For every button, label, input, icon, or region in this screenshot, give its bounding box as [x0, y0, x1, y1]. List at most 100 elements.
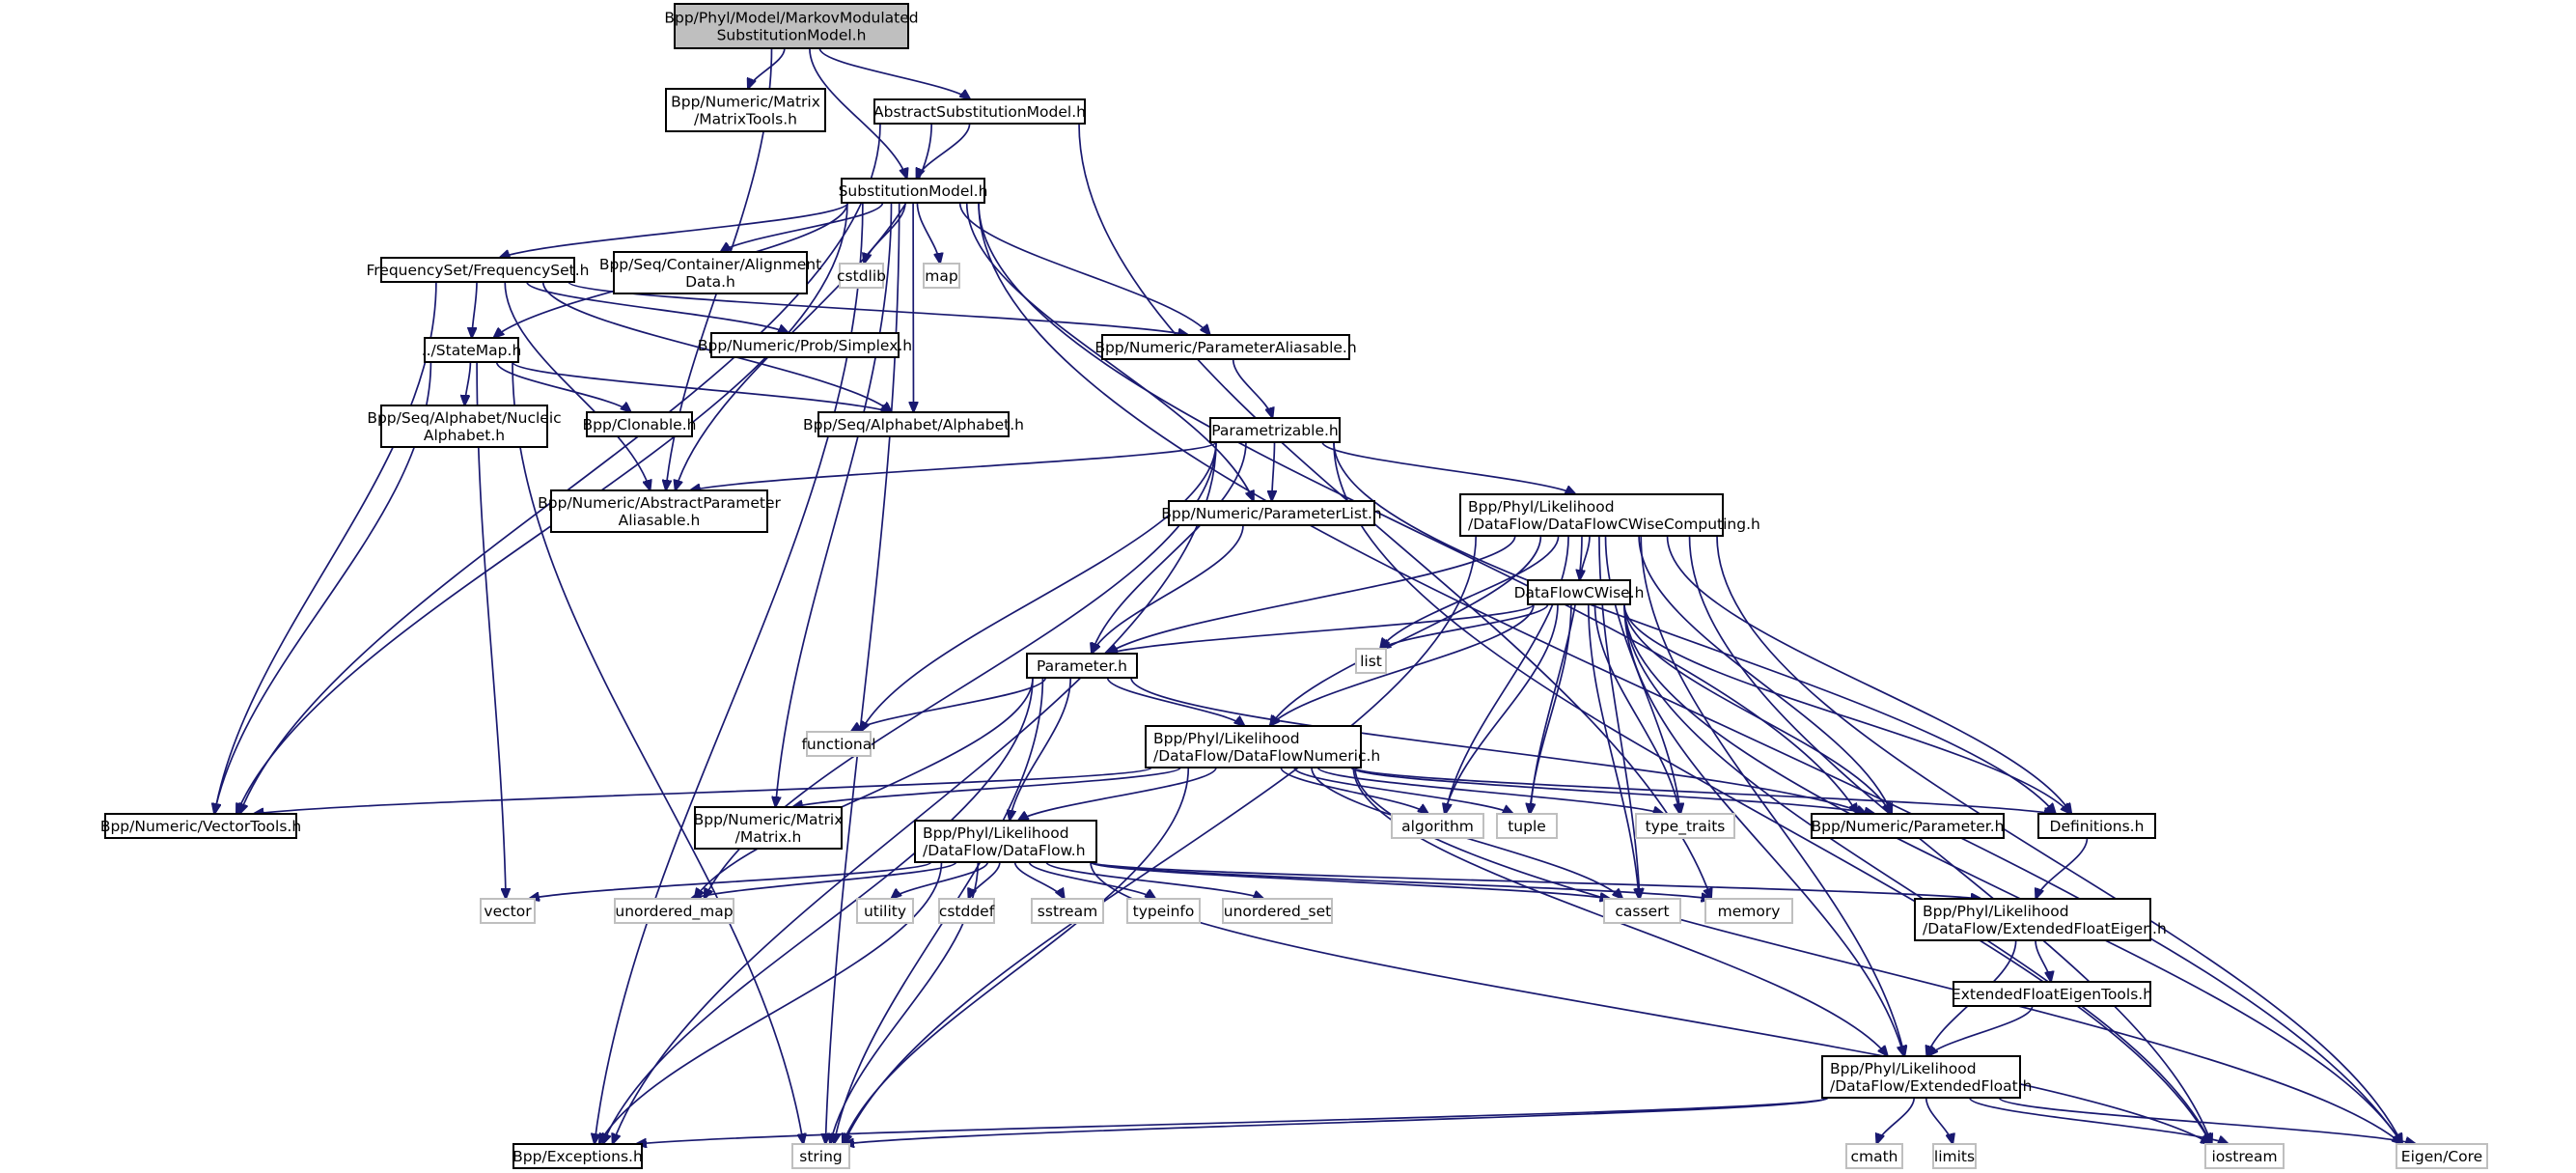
node-freqset[interactable]: FrequencySet/FrequencySet.h [366, 257, 590, 283]
edge-extfloat-to-iostream [1968, 1097, 2229, 1144]
node-extfloateigen[interactable]: Bpp/Phyl/Likelihood/DataFlow/ExtendedFlo… [1914, 898, 2167, 941]
edge-statemap-to-string [512, 361, 803, 1144]
node-label: unordered_map [615, 903, 733, 921]
node-dataflow[interactable]: Bpp/Phyl/Likelihood/DataFlow/DataFlow.h [914, 820, 1097, 863]
node-matrix[interactable]: Bpp/Numeric/Matrix/Matrix.h [694, 806, 844, 850]
node-box [2037, 813, 2156, 839]
edge-freqset-to-paramaliasable [568, 281, 1188, 335]
edge-dfcwise-to-definitions [1623, 603, 2071, 814]
edge-extfloat-to-cmath [1876, 1097, 1916, 1144]
node-label: /MatrixTools.h [694, 111, 797, 128]
edge-parameter-to-numparameter [1130, 677, 1867, 814]
node-dfnumeric[interactable]: Bpp/Phyl/Likelihood/DataFlow/DataFlowNum… [1145, 725, 1380, 768]
node-box [1953, 981, 2151, 1007]
node-dfcwisecomputing[interactable]: Bpp/Phyl/Likelihood/DataFlow/DataFlowCWi… [1459, 493, 1760, 537]
node-abstractsubst[interactable]: AbstractSubstitutionModel.h [873, 98, 1086, 125]
node-unordered_set: unordered_set [1222, 898, 1333, 924]
node-label: Bpp/Seq/Alphabet/Nucleic [367, 409, 561, 427]
node-box [1914, 898, 2151, 941]
node-root[interactable]: Bpp/Phyl/Model/MarkovModulatedSubstituti… [664, 3, 919, 49]
node-cstdlib: cstdlib [837, 263, 886, 289]
node-label: Bpp/Numeric/Prob/Simplex.h [698, 337, 912, 354]
edge-dfcwisecomputing-to-extfloat [1640, 535, 1904, 1056]
node-parameter[interactable]: Parameter.h [1026, 653, 1138, 679]
edge-parametrizable-to-paramlist [1272, 441, 1275, 501]
edge-dfnumeric-to-vectortools [254, 767, 1152, 814]
node-eigencore: Eigen/Core [2396, 1143, 2488, 1169]
edge-parameter-to-functional [851, 677, 1047, 732]
node-label: type_traits [1646, 818, 1726, 836]
edge-paramlist-to-parameter [1092, 524, 1244, 654]
node-label: Bpp/Numeric/Matrix [694, 811, 844, 828]
node-label: /DataFlow/ExtendedFloatEigen.h [1923, 920, 2167, 937]
node-box [2204, 1143, 2285, 1169]
node-paramaliasable[interactable]: Bpp/Numeric/ParameterAliasable.h [1094, 334, 1357, 360]
edge-dfcwise-to-algorithm [1445, 603, 1559, 814]
node-box [550, 489, 768, 533]
node-extfloat[interactable]: Bpp/Phyl/Likelihood/DataFlow/ExtendedFlo… [1821, 1055, 2033, 1099]
edge-dataflow-to-extfloateigen [1090, 861, 1981, 899]
node-paramlist[interactable]: Bpp/Numeric/ParameterList.h [1161, 500, 1382, 526]
node-box [1704, 898, 1793, 924]
edge-dfcwise-to-parameter [1107, 603, 1535, 654]
node-exceptions[interactable]: Bpp/Exceptions.h [512, 1143, 643, 1169]
edge-extfloat-to-limits [1925, 1097, 1953, 1144]
edge-parameter-to-exceptions [603, 677, 1034, 1144]
node-label: /DataFlow/DataFlowCWiseComputing.h [1468, 516, 1760, 533]
node-extfloateigentools[interactable]: ExtendedFloatEigenTools.h [1952, 981, 2152, 1007]
node-numparameter[interactable]: Bpp/Numeric/Parameter.h [1811, 813, 2005, 839]
edge-parametrizable-to-iostream [1333, 441, 2211, 1144]
edge-substmodel-to-paramlist [965, 202, 1254, 501]
edge-statemap-to-nucleicalphabet [464, 361, 472, 405]
node-layer: Bpp/Phyl/Model/MarkovModulatedSubstituti… [100, 3, 2488, 1169]
node-label: limits [1934, 1148, 1975, 1165]
edge-parametrizable-to-dfcwisecomputing [1321, 441, 1575, 494]
edge-dfcwise-to-eigencore [1623, 603, 2402, 1144]
node-label: Bpp/Phyl/Likelihood [1923, 903, 2069, 920]
node-box [873, 98, 1086, 125]
node-box [1527, 579, 1631, 605]
node-label: Bpp/Phyl/Likelihood [1830, 1060, 1977, 1077]
edge-freqset-to-statemap [472, 281, 478, 338]
node-substmodel[interactable]: SubstitutionModel.h [839, 178, 988, 204]
node-label: iostream [2211, 1148, 2277, 1165]
edge-dfcwisecomputing-to-iostream [1688, 535, 2212, 1144]
edge-parameter-to-dataflow [1010, 677, 1072, 821]
node-box [1168, 500, 1375, 526]
node-label: Bpp/Seq/Alphabet/Alphabet.h [803, 416, 1024, 433]
node-tuple: tuple [1496, 813, 1558, 839]
edge-root-to-matrixtools [748, 47, 786, 89]
node-label: cmath [1850, 1148, 1897, 1165]
node-clonable[interactable]: Bpp/Clonable.h [583, 411, 697, 437]
node-label: sstream [1038, 903, 1097, 920]
edge-extfloat-to-exceptions [636, 1097, 1829, 1144]
node-dfcwise[interactable]: DataFlowCWise.h [1514, 579, 1645, 605]
node-label: list [1360, 653, 1382, 670]
node-functional: functional [801, 731, 876, 757]
node-parametrizable[interactable]: Parametrizable.h [1209, 417, 1341, 443]
node-definitions[interactable]: Definitions.h [2037, 813, 2156, 839]
node-label: tuple [1508, 818, 1546, 835]
edge-extfloat-to-eigencore [1998, 1097, 2416, 1144]
node-label: /DataFlow/DataFlowNumeric.h [1153, 747, 1380, 765]
node-box [586, 411, 693, 437]
node-simplex[interactable]: Bpp/Numeric/Prob/Simplex.h [698, 332, 912, 358]
node-vectortools[interactable]: Bpp/Numeric/VectorTools.h [100, 813, 301, 839]
edge-statemap-to-clonable [495, 361, 631, 412]
node-alphabet[interactable]: Bpp/Seq/Alphabet/Alphabet.h [803, 411, 1024, 437]
edge-definitions-to-extfloateigen [2036, 837, 2089, 899]
edge-layer [214, 47, 2416, 1144]
node-label: SubstitutionModel.h [839, 182, 988, 200]
node-box [614, 898, 734, 924]
node-statemap[interactable]: ../StateMap.h [422, 337, 522, 363]
node-label: /DataFlow/DataFlow.h [923, 842, 1086, 859]
node-matrixtools[interactable]: Bpp/Numeric/Matrix/MatrixTools.h [665, 88, 826, 132]
edge-dataflow-to-vector [529, 861, 932, 899]
node-label: Bpp/Numeric/VectorTools.h [100, 818, 301, 835]
node-label: Parameter.h [1037, 657, 1127, 675]
node-algorithm: algorithm [1391, 813, 1484, 839]
